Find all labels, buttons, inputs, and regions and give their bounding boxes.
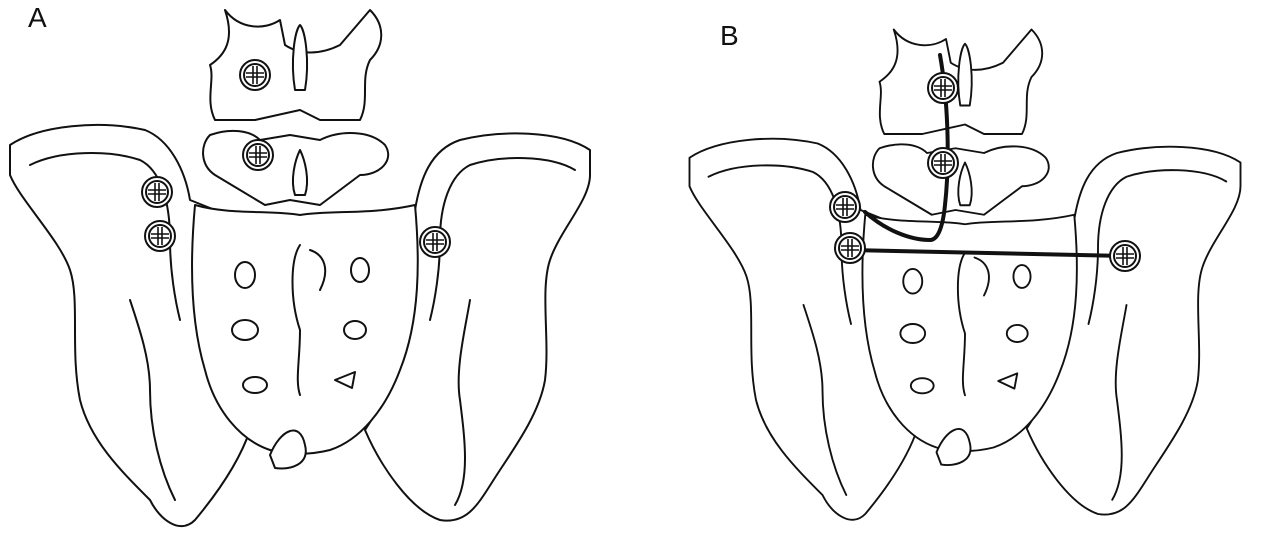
iliac-screw-icon — [829, 191, 861, 223]
pedicle-screw-icon — [242, 139, 274, 171]
pelvis-outline-a — [9, 9, 591, 528]
transverse-rod — [848, 248, 1127, 258]
iliac-screw-icon — [834, 232, 866, 264]
panel-label-a: A — [28, 2, 47, 33]
panel-b: B — [640, 0, 1280, 552]
vertical-rod — [863, 53, 950, 242]
pedicle-screw-icon — [239, 59, 271, 91]
pelvis-diagram-b — [688, 28, 1242, 521]
pedicle-screw-icon — [927, 72, 959, 104]
pedicle-screw-icon — [927, 147, 959, 179]
iliac-screw-icon — [144, 220, 176, 252]
pelvis-diagram-a — [9, 9, 591, 528]
pelvis-outline-b — [688, 28, 1242, 521]
iliac-screw-icon — [141, 176, 173, 208]
iliac-screw-icon — [419, 226, 451, 258]
panel-a: A — [9, 2, 591, 528]
iliac-screw-icon — [1109, 240, 1141, 272]
panel-label-b: B — [720, 20, 739, 51]
